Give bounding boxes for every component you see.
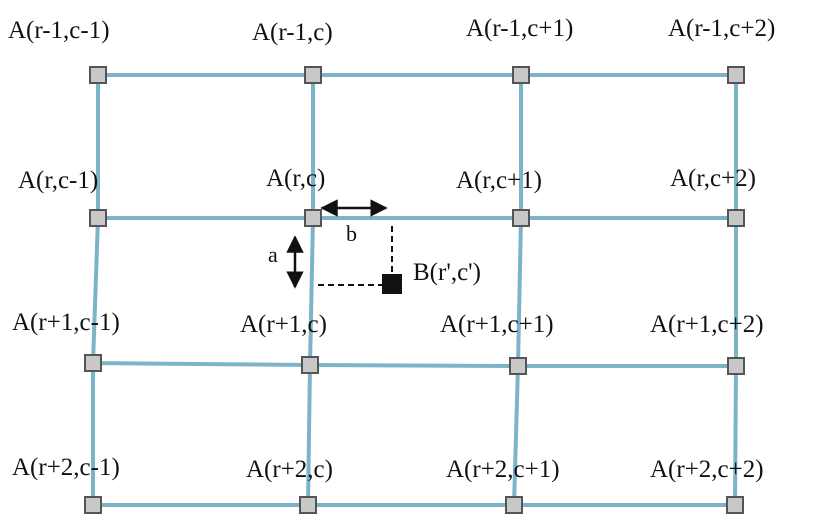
- gray-square-icon: [89, 209, 107, 227]
- grid-vertical-lines: [91, 75, 738, 506]
- gray-square-icon: [84, 496, 102, 514]
- gray-square-icon: [726, 496, 744, 514]
- node-label: A(r+2,c+1): [446, 456, 560, 483]
- gray-square-icon: [727, 209, 745, 227]
- gray-square-icon: [299, 496, 317, 514]
- grid-col-line-c: [306, 75, 315, 506]
- node-label: A(r-1,c+1): [466, 15, 573, 42]
- node-label: A(r+1,c): [240, 311, 327, 338]
- grid-horizontal-lines: [92, 73, 736, 507]
- grid-row-line-r+1: [92, 361, 736, 368]
- node-label: A(r+1,c-1): [12, 309, 120, 336]
- node-label: A(r-1,c+2): [668, 15, 775, 42]
- offset-b-label: b: [346, 221, 357, 246]
- offset-a-label: a: [268, 242, 278, 267]
- node-label: A(r-1,c-1): [8, 17, 110, 44]
- gray-square-icon: [512, 209, 530, 227]
- node-label: A(r+2,c+2): [650, 456, 764, 483]
- gray-square-icon: [512, 66, 530, 84]
- node-label: A(r+2,c-1): [12, 454, 120, 481]
- grid-col-line-c+1: [512, 75, 523, 506]
- node-label: A(r,c+1): [456, 167, 542, 194]
- gray-square-icon: [727, 357, 745, 375]
- gray-square-icon: [304, 209, 322, 227]
- node-label: A(r,c+2): [670, 165, 756, 192]
- node-label: A(r,c-1): [18, 167, 98, 194]
- projection-lines: [318, 226, 393, 286]
- node-label: A(r+1,c+2): [650, 311, 764, 338]
- grid-col-line-c+2: [733, 75, 738, 506]
- black-square-icon: [382, 274, 402, 294]
- gray-square-icon: [304, 66, 322, 84]
- node-label: A(r+1,c+1): [440, 311, 554, 338]
- gray-square-icon: [301, 356, 319, 374]
- grid-col-line-c-1: [91, 75, 100, 505]
- node-label: A(r-1,c): [252, 19, 333, 46]
- gray-square-icon: [509, 357, 527, 375]
- gray-square-icon: [727, 66, 745, 84]
- grid-nodes: [84, 66, 745, 514]
- node-label: A(r+2,c): [246, 456, 333, 483]
- gray-square-icon: [505, 496, 523, 514]
- node-label: A(r,c): [266, 165, 325, 192]
- gray-square-icon: [89, 66, 107, 84]
- gray-square-icon: [84, 354, 102, 372]
- target-point-label: B(r',c'): [413, 259, 481, 286]
